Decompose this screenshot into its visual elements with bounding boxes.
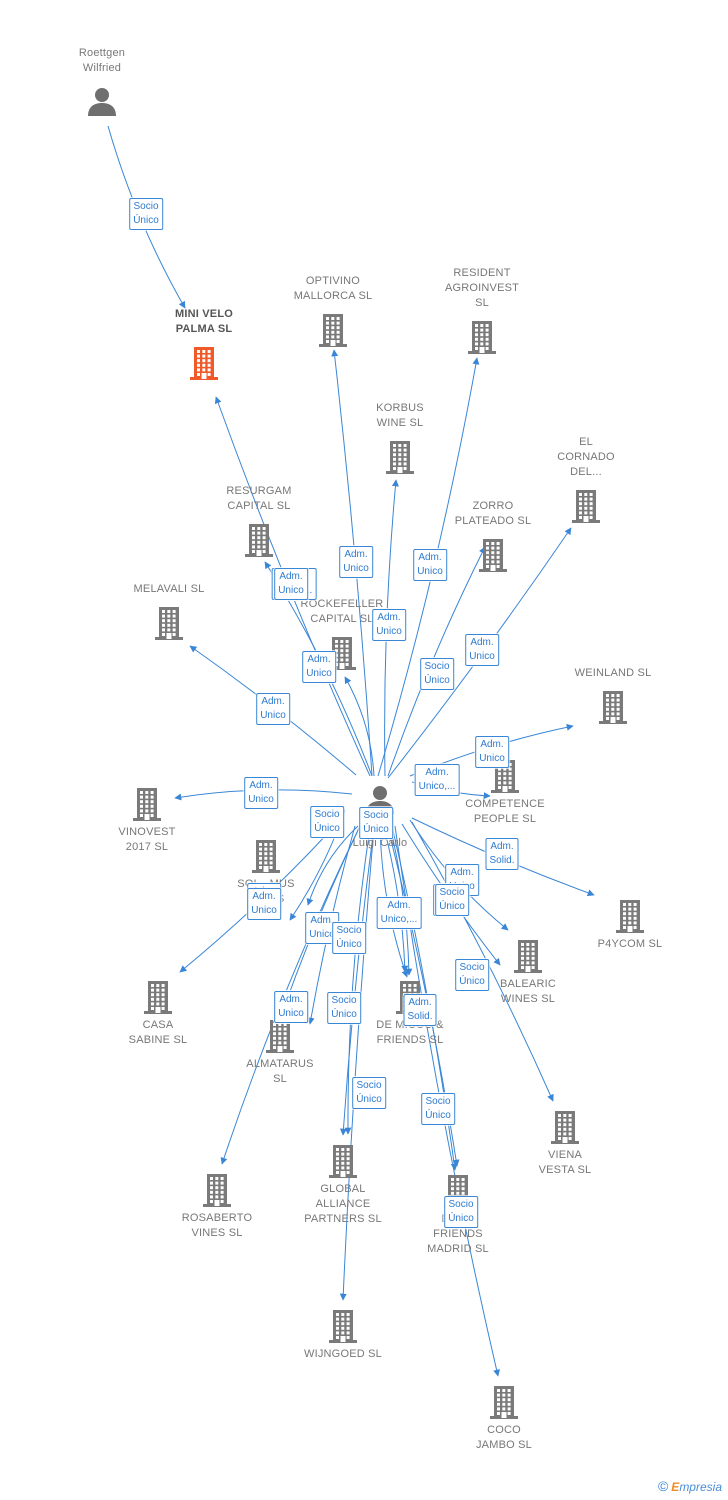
edge-label[interactable]: Adm.Solid. bbox=[485, 838, 519, 870]
building-icon[interactable] bbox=[323, 1141, 363, 1181]
edge-label[interactable]: Adm.Unico,... bbox=[414, 764, 460, 796]
edge-label[interactable]: Adm.Unico,... bbox=[376, 897, 422, 929]
edge-label[interactable]: Adm.Unico bbox=[465, 634, 499, 666]
building-icon[interactable] bbox=[545, 1107, 585, 1147]
edge-center-wijngoed bbox=[339, 827, 375, 1301]
footer-brand: ©Empresia bbox=[658, 1478, 722, 1494]
building-icon[interactable] bbox=[323, 1306, 363, 1346]
edge-center-rockefeller bbox=[344, 676, 375, 777]
building-icon[interactable] bbox=[484, 1382, 524, 1422]
building-icon[interactable] bbox=[197, 1170, 237, 1210]
edge-label[interactable]: Adm.Unico bbox=[274, 568, 308, 600]
edge-label[interactable]: Adm.Unico bbox=[372, 609, 406, 641]
edge-label[interactable]: Adm.Unico bbox=[339, 546, 373, 578]
building-icon[interactable] bbox=[566, 486, 606, 526]
building-icon[interactable] bbox=[260, 1016, 300, 1056]
building-icon[interactable] bbox=[593, 687, 633, 727]
edge-center-global bbox=[344, 827, 371, 1135]
building-icon[interactable] bbox=[508, 936, 548, 976]
edge-label[interactable]: Adm.Unico bbox=[247, 888, 281, 920]
building-icon[interactable] bbox=[462, 317, 502, 357]
node-label-weinland[interactable]: WEINLAND SL bbox=[574, 667, 652, 679]
building-icon[interactable] bbox=[473, 535, 513, 575]
edge-label[interactable]: Adm.Unico bbox=[413, 549, 447, 581]
edge-label[interactable]: Adm.Unico bbox=[274, 991, 308, 1023]
building-icon[interactable] bbox=[239, 520, 279, 560]
brand-logo: Empresia bbox=[671, 1480, 722, 1494]
person-icon[interactable] bbox=[82, 82, 122, 122]
node-label-wijngoed[interactable]: WIJNGOED SL bbox=[304, 1348, 382, 1360]
node-label-melavali[interactable]: MELAVALI SL bbox=[133, 583, 205, 595]
building-icon[interactable] bbox=[184, 343, 224, 383]
edge-center-solimus bbox=[306, 825, 359, 906]
building-icon[interactable] bbox=[313, 310, 353, 350]
edge-label[interactable]: Adm.Unico bbox=[256, 693, 290, 725]
edge-label[interactable]: Adm.Unico bbox=[244, 777, 278, 809]
building-icon[interactable] bbox=[485, 756, 525, 796]
building-icon[interactable] bbox=[322, 633, 362, 673]
building-icon[interactable] bbox=[380, 437, 420, 477]
building-icon[interactable] bbox=[127, 784, 167, 824]
edge-center-global bbox=[339, 827, 375, 1136]
edge-label[interactable]: Adm.Unico bbox=[302, 651, 336, 683]
edge-label[interactable]: Adm.Unico bbox=[475, 736, 509, 768]
building-icon[interactable] bbox=[246, 836, 286, 876]
building-icon[interactable] bbox=[610, 896, 650, 936]
node-label-p4ycom[interactable]: P4YCOM SL bbox=[597, 938, 663, 950]
building-icon[interactable] bbox=[138, 977, 178, 1017]
copyright-icon: © bbox=[657, 1478, 669, 1494]
edge-label[interactable]: Adm.Solid. bbox=[403, 994, 437, 1026]
building-icon[interactable] bbox=[149, 603, 189, 643]
